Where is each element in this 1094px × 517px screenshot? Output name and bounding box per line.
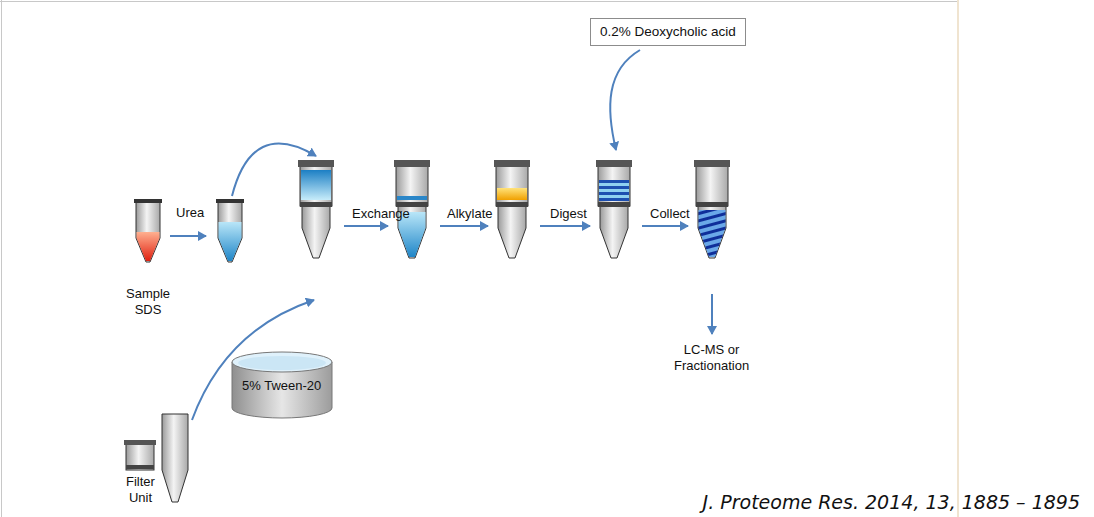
frame-line <box>0 1 958 2</box>
filter-unit <box>596 160 632 258</box>
tween-dish <box>232 352 332 418</box>
step-label: Digest <box>550 206 587 221</box>
sample-tube <box>134 199 162 262</box>
filter-unit-label: Filter Unit <box>126 474 155 505</box>
step-label: Collect <box>650 206 690 221</box>
frame-line <box>957 0 959 517</box>
urea-tube <box>216 199 244 262</box>
node-text: Sample SDS <box>126 286 170 317</box>
output-label: LC-MS or Fractionation <box>674 342 749 373</box>
filter-unit <box>298 160 334 258</box>
node-text: 5% Tween-20 <box>242 378 321 394</box>
step-label: Exchange <box>352 206 410 221</box>
sample-label: Sample SDS <box>126 286 170 317</box>
step-label: Alkylate <box>447 206 493 221</box>
node-text: Filter Unit <box>126 474 155 505</box>
step-label: Urea <box>176 205 204 220</box>
citation: J. Proteome Res. 2014, 13, 1885 – 1895 <box>703 491 1080 513</box>
filter-unit <box>494 160 530 258</box>
tween-label: 5% Tween-20 <box>242 378 321 394</box>
reagent-box: 0.2% Deoxycholic acid <box>590 18 746 46</box>
flow-arrows <box>170 50 712 420</box>
frame-line <box>1 0 2 517</box>
node-text: LC-MS or Fractionation <box>674 342 749 373</box>
filter-unit <box>694 160 730 258</box>
node-text: 0.2% Deoxycholic acid <box>600 24 736 40</box>
